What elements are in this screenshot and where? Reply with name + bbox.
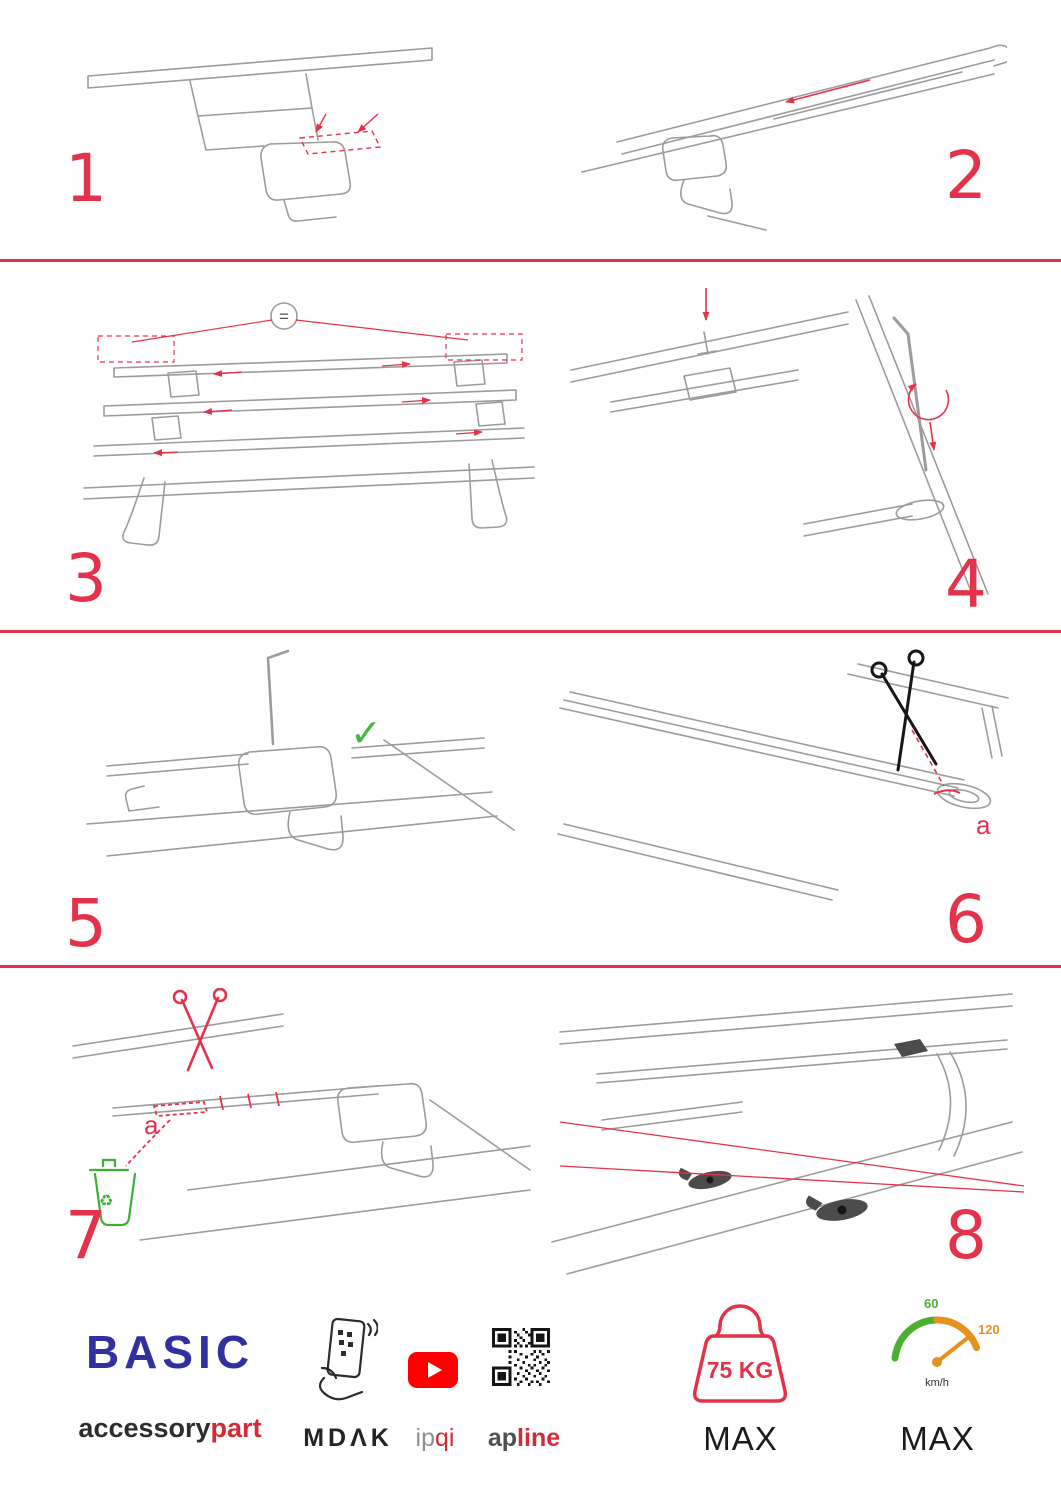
divider-1 (0, 259, 1061, 262)
weight-limit-icon: 75 KG (692, 1304, 788, 1403)
cut-label-a: a (976, 810, 991, 840)
youtube-icon (408, 1352, 458, 1388)
step-8-illustration (551, 993, 1025, 1275)
brand-subtitle-red: part (210, 1413, 262, 1443)
weight-max-label: MAX (703, 1420, 778, 1457)
speed-max-label: MAX (900, 1420, 975, 1457)
step-number-5: 5 (65, 885, 107, 962)
alignment-lines (559, 1121, 1025, 1193)
step-number-7: 7 (65, 1197, 107, 1274)
play-icon (428, 1362, 442, 1378)
mdak-phone-qr-icon (318, 1317, 378, 1401)
apline-logo: apline (478, 1424, 570, 1453)
divider-3 (0, 965, 1061, 968)
step-4-illustration (570, 288, 989, 605)
step-number-8: 8 (945, 1197, 987, 1274)
equal-sign: = (279, 307, 289, 326)
step-number-2: 2 (945, 137, 987, 214)
step-2-illustration (581, 44, 1007, 231)
ipqi-logo: ipqi (400, 1424, 470, 1453)
footer: BASIC accessorypart MDΛK ipqi (0, 1285, 1061, 1500)
speed-unit: km/h (925, 1377, 949, 1389)
weight-value: 75 KG (707, 1357, 773, 1383)
speed-limit-icon: 60 120 km/h (891, 1296, 1000, 1389)
ipqi-red: qi (435, 1424, 455, 1452)
speed-tick-120: 120 (978, 1322, 1000, 1337)
torque-tools (678, 1039, 928, 1221)
allen-key (266, 649, 290, 746)
slide-direction-arrow (785, 79, 871, 104)
mdak-logo: MDΛK (303, 1424, 393, 1452)
step-3-illustration: = (83, 302, 535, 546)
brand-basic: BASIC (62, 1325, 278, 1379)
qr-code-icon (492, 1328, 550, 1386)
step-7-illustration: a ♻ (72, 988, 531, 1241)
pad-insert-annotation (298, 113, 382, 155)
cut-annotation (911, 729, 961, 795)
step-5: ✓ 5 (0, 633, 540, 965)
step-6: a 6 (540, 633, 1061, 965)
step-number-1: 1 (65, 140, 107, 217)
tighten-annotation (702, 288, 950, 451)
scissors-icon (172, 988, 228, 1072)
apline-dark: ap (487, 1424, 518, 1452)
step-number-6: 6 (945, 881, 987, 958)
step-1: 1 (0, 0, 520, 259)
step-number-4: 4 (945, 546, 987, 623)
step-5-illustration: ✓ (86, 649, 515, 857)
trash-bin-icon: ♻ (88, 1158, 137, 1227)
speedometer-needle (935, 1334, 972, 1364)
divider-2 (0, 630, 1061, 633)
equal-spacing-circle (270, 302, 298, 330)
brand-title: BASIC (85, 1326, 255, 1378)
cut-label-a: a (144, 1110, 159, 1140)
step-8: 8 (540, 968, 1061, 1285)
step-6-illustration: a (557, 649, 1009, 901)
check-icon: ✓ (350, 713, 382, 755)
recycle-icon: ♻ (99, 1193, 113, 1210)
brand-subtitle-dark: accessory (78, 1413, 211, 1443)
step-3: = 3 (0, 262, 548, 630)
ipqi-gray: ip (415, 1424, 435, 1452)
brand-subtitle: accessorypart (42, 1413, 298, 1444)
step-7: a ♻ 7 (0, 968, 540, 1285)
step-1-illustration (87, 47, 433, 222)
step-number-3: 3 (65, 540, 107, 617)
apline-red: line (517, 1424, 561, 1452)
equal-spacing-annotation (97, 319, 523, 457)
speed-tick-60: 60 (924, 1296, 938, 1311)
trim-annotation (125, 1091, 280, 1167)
allen-key (892, 316, 928, 472)
scissors-icon (870, 649, 938, 772)
step-4: 4 (548, 262, 1061, 630)
step-2: 2 (520, 0, 1061, 259)
